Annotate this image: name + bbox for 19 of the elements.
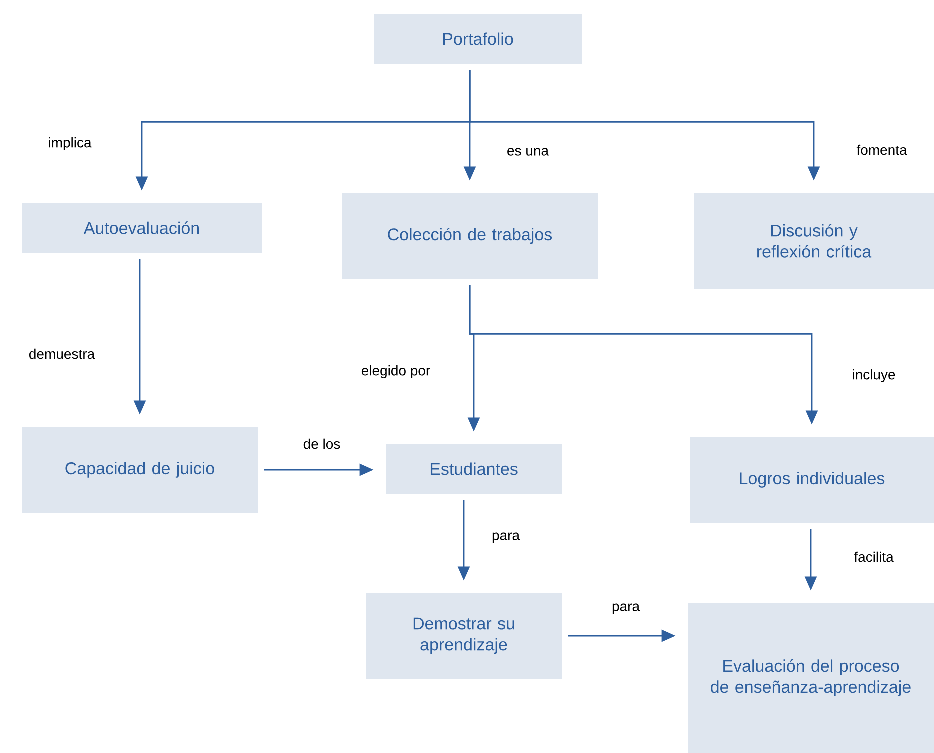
edge-label: fomenta <box>854 142 910 158</box>
edge-label: elegido por <box>359 363 433 381</box>
edge-label: facilita <box>852 550 896 564</box>
concept-box: Demostrar su aprendizaje <box>366 593 562 679</box>
edge-label: para <box>610 602 642 616</box>
edge-label: implica <box>46 135 94 153</box>
concept-box: Discusión y reflexión crítica <box>694 193 934 289</box>
concept-box: Colección de trabajos <box>342 193 598 279</box>
concept-box: Estudiantes <box>386 444 562 494</box>
edge-label: para <box>490 530 522 546</box>
concept-box: Evaluación del proceso de enseñanza-aprendizaje <box>688 603 934 753</box>
edge-label: de los <box>301 436 343 452</box>
edge-label: es una <box>505 146 552 158</box>
concept-box: Autoevaluación <box>22 203 262 253</box>
concept-box: Capacidad de juicio <box>22 427 258 513</box>
edge-label: incluye <box>850 367 898 385</box>
concept-box: Logros individuales <box>690 437 934 523</box>
concept-box: Portafolio <box>374 14 582 64</box>
edge-label: demuestra <box>26 346 98 362</box>
